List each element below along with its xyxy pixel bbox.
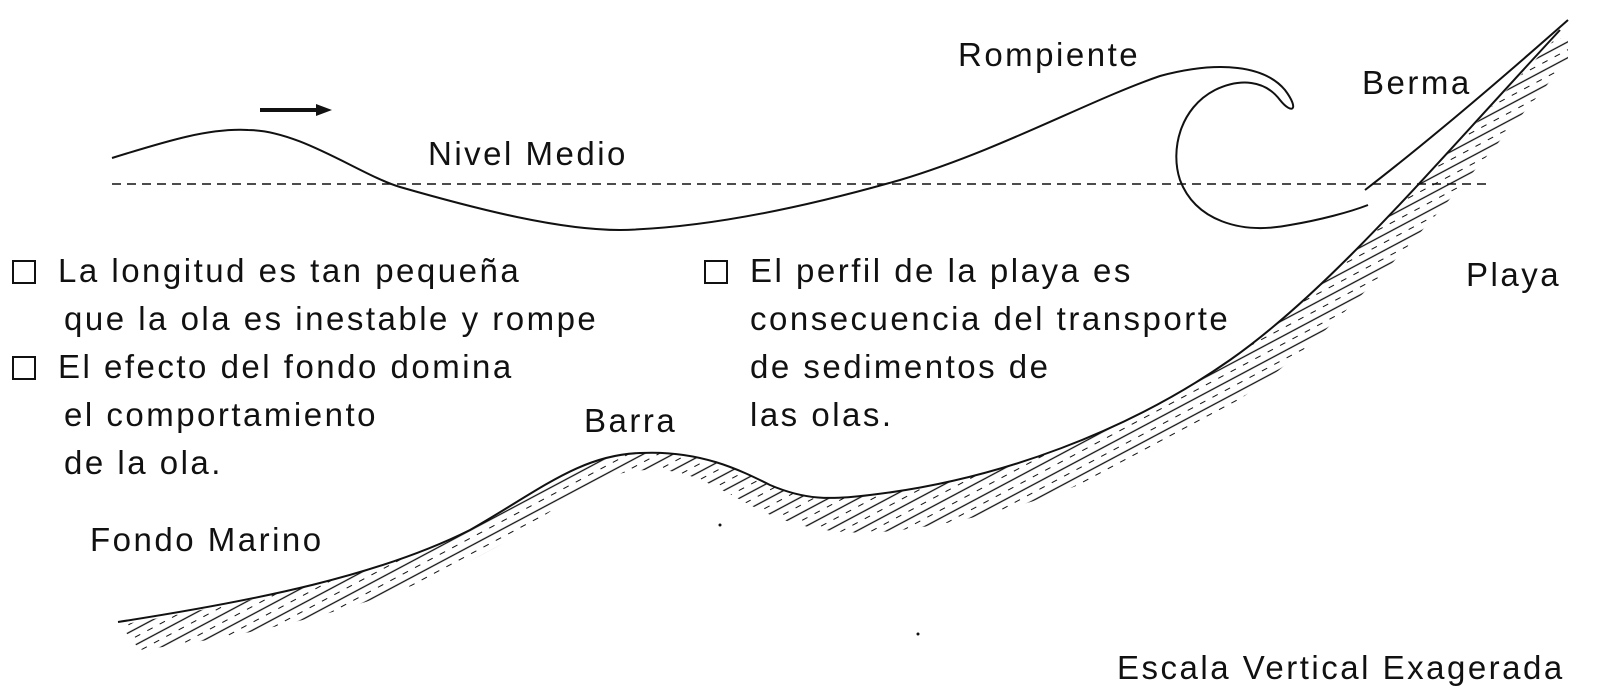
breaker-label: Rompiente xyxy=(958,36,1141,73)
note-line: que la ola es inestable y rompe xyxy=(64,300,599,337)
note-wavelength: La longitud es tan pequeña que la ola es… xyxy=(12,247,598,343)
bar-label: Barra xyxy=(584,402,678,439)
beach-surface-line xyxy=(1364,19,1569,191)
note-line: las olas. xyxy=(750,396,894,433)
note-line: consecuencia del transporte xyxy=(750,300,1231,337)
speck xyxy=(718,523,722,527)
seabed-profile-line xyxy=(117,29,1561,623)
wave-direction-arrow xyxy=(260,104,332,116)
speck xyxy=(916,632,920,636)
seabed-label: Fondo Marino xyxy=(90,521,324,558)
checkbox-icon xyxy=(12,260,36,284)
note-bottom-effect: El efecto del fondo domina el comportami… xyxy=(12,343,514,487)
wave-surface-line xyxy=(111,66,1369,232)
checkbox-icon xyxy=(704,260,728,284)
note-line: La longitud es tan pequeña xyxy=(58,252,522,289)
scale-note: Escala Vertical Exagerada xyxy=(1117,649,1565,686)
note-line: El efecto del fondo domina xyxy=(58,348,514,385)
note-line: el comportamiento xyxy=(64,396,378,433)
note-beach-profile: El perfil de la playa es consecuencia de… xyxy=(704,247,1230,439)
beach-label: Playa xyxy=(1466,256,1562,293)
note-line: El perfil de la playa es xyxy=(750,252,1133,289)
note-line: de sedimentos de xyxy=(750,348,1051,385)
note-line: de la ola. xyxy=(64,444,223,481)
berm-label: Berma xyxy=(1362,64,1472,101)
checkbox-icon xyxy=(12,356,36,380)
mean-level-label: Nivel Medio xyxy=(428,135,628,172)
